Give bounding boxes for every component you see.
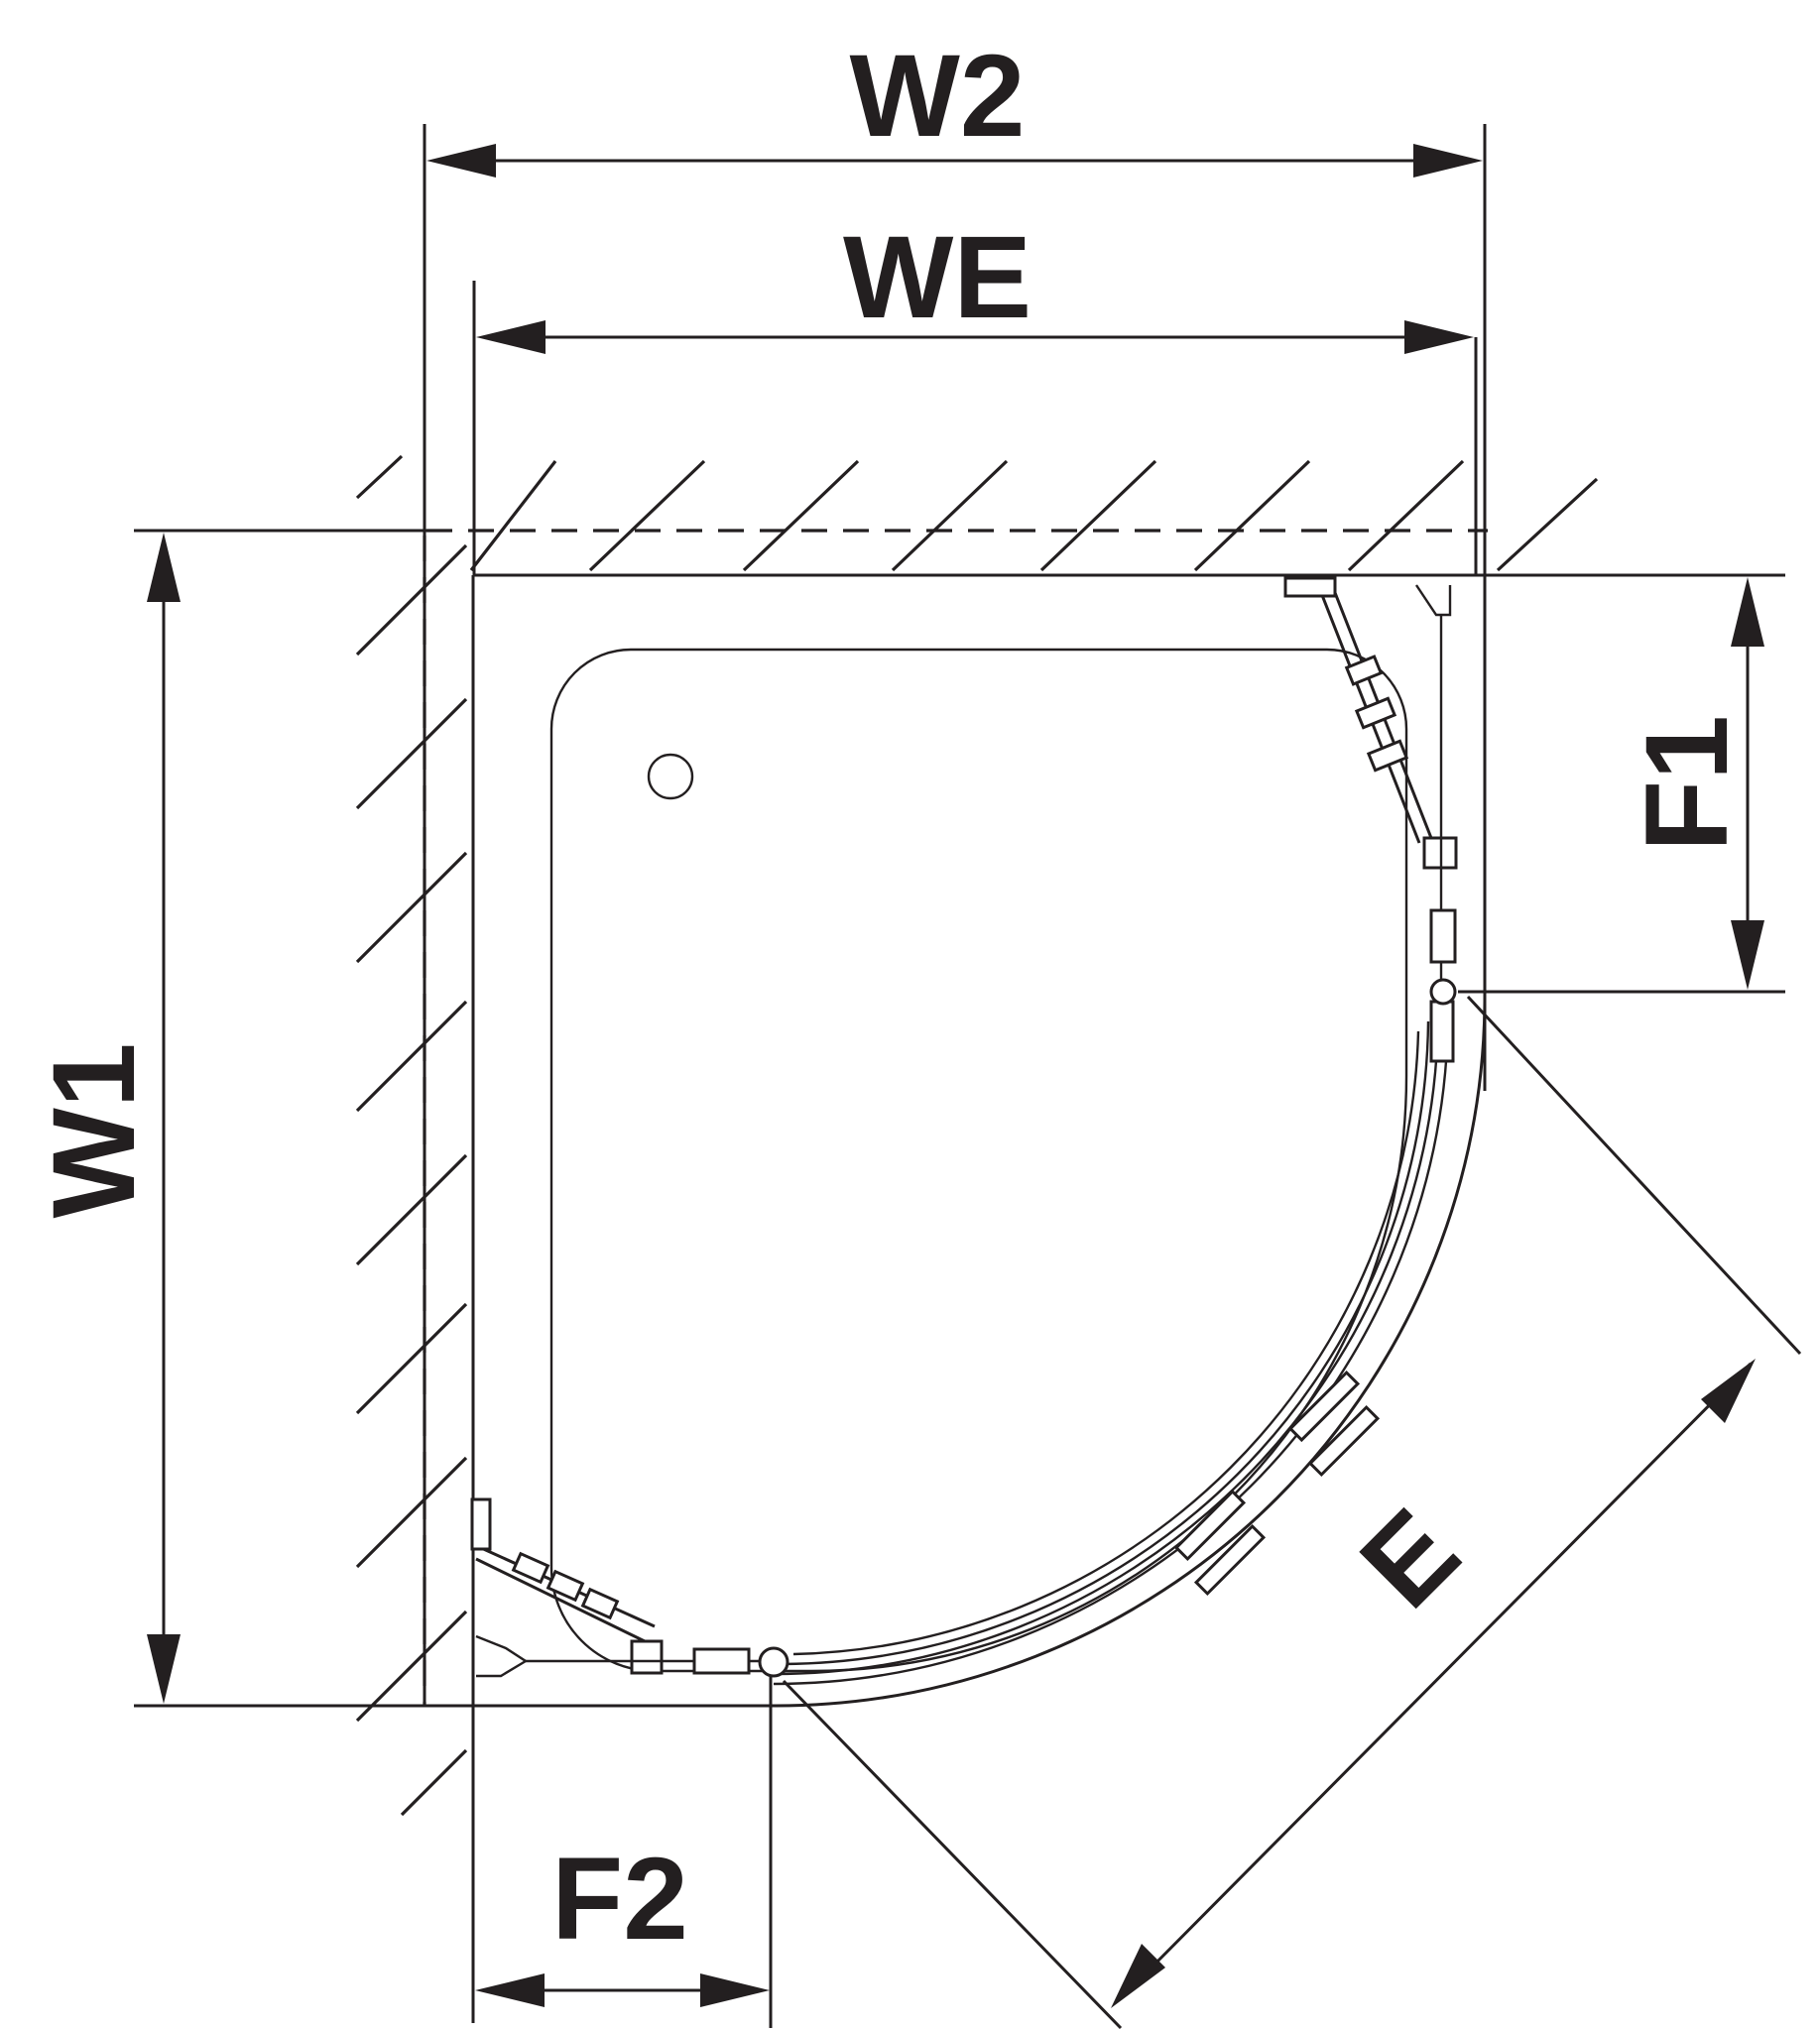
sliding-door-glass: [773, 1009, 1450, 1686]
top-wall-hatching: [355, 454, 1599, 572]
dimension-we: WE: [472, 212, 1478, 575]
shower-tray: [473, 575, 1487, 1708]
left-wall-hatching: [355, 543, 468, 1817]
dimension-f2: F2: [475, 1676, 773, 2028]
label-w2: W2: [850, 31, 1026, 162]
dimension-w1: W1: [29, 533, 181, 1704]
door-rollers: [1173, 1370, 1381, 1597]
side-panel-left: [470, 1497, 789, 1678]
label-w1: W1: [29, 1043, 160, 1219]
side-panel-right: [1283, 576, 1458, 1063]
label-we: WE: [843, 212, 1031, 343]
label-f1: F1: [1622, 715, 1753, 852]
dimension-e: E: [782, 995, 1802, 2030]
label-f2: F2: [551, 1834, 688, 1965]
wall-lines: [134, 529, 1785, 2023]
dimension-f1: F1: [1458, 577, 1785, 994]
drain-icon: [647, 753, 694, 800]
dimension-w2: W2: [423, 31, 1487, 1706]
label-e: E: [1336, 1485, 1484, 1632]
